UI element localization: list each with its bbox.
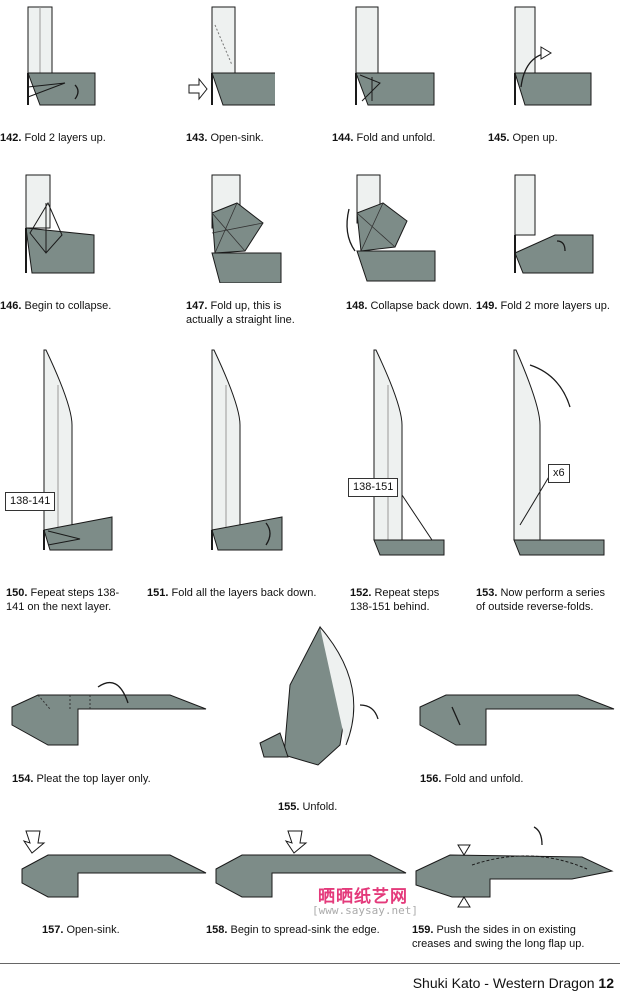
footer-divider xyxy=(0,963,620,964)
diagram-150 xyxy=(20,345,120,565)
diagram-142 xyxy=(20,5,110,115)
diagram-148 xyxy=(335,173,440,283)
caption-143: 143. Open-sink. xyxy=(186,132,264,144)
caption-149: 149. Fold 2 more layers up. xyxy=(476,300,610,312)
caption-147: 147. Fold up, this is actually a straigh… xyxy=(186,300,295,326)
caption-146: 146. Begin to collapse. xyxy=(0,300,112,312)
caption-151: 151. Fold all the layers back down. xyxy=(147,587,317,599)
caption-154: 154. Pleat the top layer only. xyxy=(12,773,151,785)
caption-158: 158. Begin to spread-sink the edge. xyxy=(206,924,380,936)
caption-159: 159. Push the sides in on existing creas… xyxy=(412,924,585,950)
caption-156: 156. Fold and unfold. xyxy=(420,773,524,785)
ref-box-152: 138-151 xyxy=(348,478,399,497)
caption-157: 157. Open-sink. xyxy=(42,924,120,936)
diagram-147 xyxy=(185,173,285,283)
watermark-logo: 晒晒纸艺网 xyxy=(318,887,408,906)
diagram-155 xyxy=(250,625,390,775)
diagram-151 xyxy=(190,345,290,565)
caption-152: 152. Repeat steps 138-151 behind. xyxy=(350,587,440,613)
ref-box-150: 138-141 xyxy=(5,492,56,511)
caption-142: 142. Fold 2 layers up. xyxy=(0,132,106,144)
diagram-157 xyxy=(10,825,210,915)
ref-box-153: x6 xyxy=(548,464,570,483)
diagram-154 xyxy=(10,665,210,755)
diagram-152 xyxy=(352,345,452,565)
diagram-158 xyxy=(210,825,410,915)
diagram-143 xyxy=(185,5,275,115)
caption-153: 153. Now perform a series of outside rev… xyxy=(476,587,606,613)
watermark-url: [www.saysay.net] xyxy=(312,904,418,917)
footer-author: Shuki Kato - Western Dragon xyxy=(412,975,599,991)
caption-150: 150. Fepeat steps 138- 141 on the next l… xyxy=(6,587,120,613)
page-number: 12 xyxy=(598,975,614,991)
diagram-144 xyxy=(350,5,440,115)
diagram-159 xyxy=(412,825,617,915)
diagram-146 xyxy=(20,173,110,283)
caption-155: 155. Unfold. xyxy=(278,801,338,813)
diagram-156 xyxy=(418,665,618,755)
caption-144: 144. Fold and unfold. xyxy=(332,132,436,144)
caption-148: 148. Collapse back down. xyxy=(346,300,472,312)
caption-145: 145. Open up. xyxy=(488,132,558,144)
footer: Shuki Kato - Western Dragon 12 xyxy=(413,975,614,991)
diagram-153 xyxy=(500,345,610,565)
diagram-145 xyxy=(505,5,595,115)
diagram-149 xyxy=(505,173,600,283)
